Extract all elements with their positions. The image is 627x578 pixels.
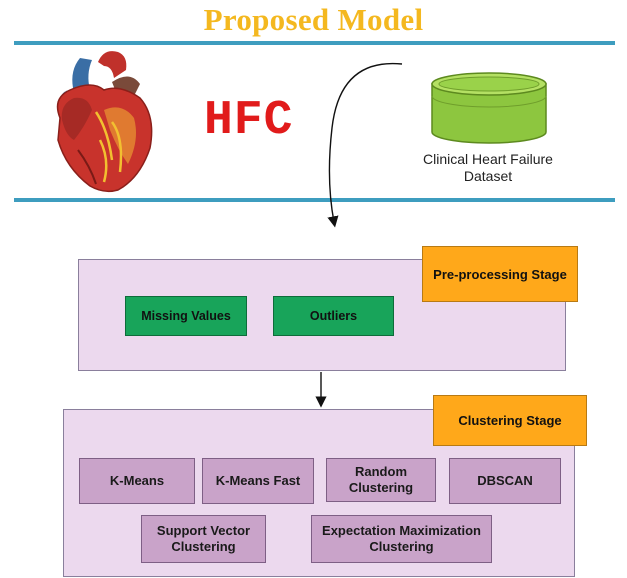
page-title: Proposed Model: [203, 2, 424, 37]
missing-values-step: Missing Values: [125, 296, 247, 336]
hfc-logo: HFC: [204, 94, 294, 148]
dataset-label-line1: Clinical Heart Failure: [423, 151, 553, 167]
kmeans-fast-method: K-Means Fast: [202, 458, 314, 504]
random-clustering-method: Random Clustering: [326, 458, 436, 502]
preprocessing-stage-label: Pre-processing Stage: [422, 246, 578, 302]
top-divider: [14, 41, 615, 45]
dataset-label-line2: Dataset: [463, 168, 513, 184]
dbscan-method: DBSCAN: [449, 458, 561, 504]
clustering-stage-label: Clustering Stage: [433, 395, 587, 446]
kmeans-method: K-Means: [79, 458, 195, 504]
dataset-label: Clinical Heart Failure Dataset: [404, 151, 572, 185]
expectation-maximization-clustering-method: Expectation Maximization Clustering: [311, 515, 492, 563]
bottom-divider: [14, 198, 615, 202]
outliers-step: Outliers: [273, 296, 394, 336]
support-vector-clustering-method: Support Vector Clustering: [141, 515, 266, 563]
